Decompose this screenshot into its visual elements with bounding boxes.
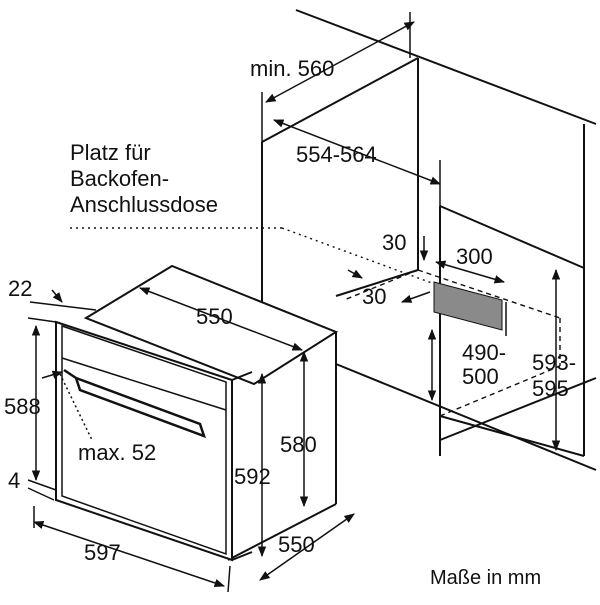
dim-oven-width-top: 550: [196, 304, 233, 329]
dim-niche-width: 554-564: [296, 142, 377, 167]
dim-socket-width: 300: [456, 244, 493, 269]
dim-body-height: 592: [234, 464, 271, 489]
dim-max-connection: max. 52: [78, 440, 156, 465]
dim-body-height-inner: 580: [280, 432, 317, 457]
dim-niche-height-b: 595: [532, 376, 569, 401]
socket-space-label-line1: Platz für: [70, 140, 151, 165]
dim-oven-width: 597: [84, 540, 121, 565]
dimension-lines: [27, 12, 561, 593]
dim-bottom-gap: 4: [8, 468, 20, 493]
oven-handle: [63, 368, 207, 439]
dim-socket-height-b: 500: [462, 364, 499, 389]
dim-niche-depth-min: min. 560: [250, 56, 334, 81]
socket-area: [433, 281, 503, 331]
dim-socket-offset-top: 30: [382, 230, 406, 255]
dim-front-height: 588: [4, 394, 41, 419]
socket-space-label-line3: Anschlussdose: [70, 192, 218, 217]
dim-socket-height-a: 490-: [462, 340, 506, 365]
dim-socket-offset-side: 30: [362, 284, 386, 309]
dim-front-overhang: 22: [8, 276, 32, 301]
socket-space-label-line2: Backofen-: [70, 166, 169, 191]
dim-niche-height-a: 593-: [532, 350, 576, 375]
dimension-labels: Platz für Backofen- Anschlussdose min. 5…: [4, 56, 576, 589]
units-note: Maße in mm: [430, 567, 541, 589]
dim-oven-depth: 550: [278, 532, 315, 557]
